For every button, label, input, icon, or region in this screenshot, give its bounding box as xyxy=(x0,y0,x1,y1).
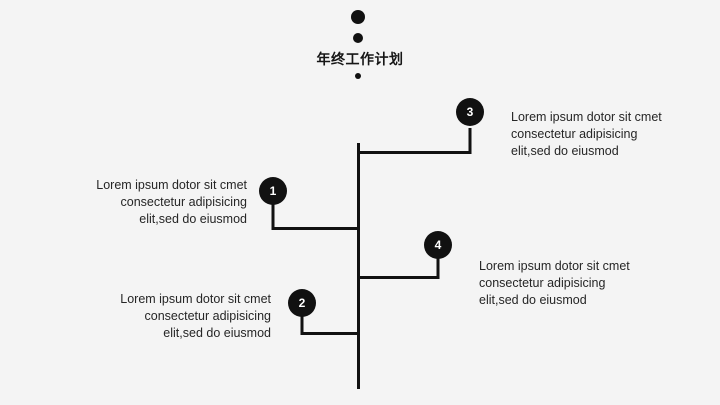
branch-3 xyxy=(358,128,472,154)
timeline-marker-4[interactable]: 4 xyxy=(424,231,452,259)
branch-2 xyxy=(300,315,359,335)
branch-4 xyxy=(358,257,440,279)
medium-dot-icon xyxy=(353,33,363,43)
timeline-description-3: Lorem ipsum dotor sit cmet consectetur a… xyxy=(511,110,662,158)
timeline-marker-1[interactable]: 1 xyxy=(259,177,287,205)
small-dot-icon xyxy=(355,73,361,79)
page-title: 年终工作计划 xyxy=(316,52,404,68)
timeline-marker-2[interactable]: 2 xyxy=(288,289,316,317)
branch-1 xyxy=(271,203,359,230)
large-dot-icon xyxy=(351,10,365,24)
timeline-marker-3[interactable]: 3 xyxy=(456,98,484,126)
timeline-description-4: Lorem ipsum dotor sit cmet consectetur a… xyxy=(479,259,630,307)
timeline-description-1: Lorem ipsum dotor sit cmet consectetur a… xyxy=(96,178,247,226)
timeline-description-2: Lorem ipsum dotor sit cmet consectetur a… xyxy=(120,292,271,340)
